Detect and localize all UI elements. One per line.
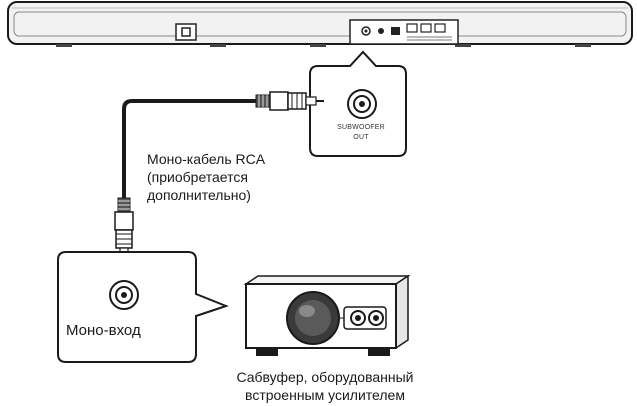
mono-input-label: Моно-вход [66,322,141,339]
subwoofer-out-label-line2: OUT [353,134,369,141]
cable-line-2: (приобретается [147,169,248,185]
soundbar [7,1,633,47]
subwoofer-caption-line-1: Сабвуфер, оборудованный [236,369,414,385]
subwoofer-unit [243,274,411,356]
bottom-rca-plug [114,197,134,278]
cable-description: Моно-кабель RCA (приобретается дополните… [147,150,265,204]
subwoofer-out-label-line1: SUBWOOFER [337,124,385,131]
rear-connector-panel [349,19,459,45]
cable-line-3: дополнительно) [147,187,251,203]
speaker-cone-icon [286,291,340,345]
mono-input-callout [57,251,229,363]
top-rca-plug [255,91,324,111]
subwoofer-out-jack [347,89,377,119]
mono-input-jack [109,280,139,310]
subwoofer-input-jacks [340,306,387,330]
rca-cable [114,91,324,278]
subwoofer-caption-line-2: встроенным усилителем [245,387,405,403]
cable-line-1: Моно-кабель RCA [147,151,266,167]
subwoofer-caption: Сабвуфер, оборудованный встроенным усили… [200,368,450,404]
subwoofer-out-callout [309,50,407,157]
power-socket-icon [175,23,197,41]
